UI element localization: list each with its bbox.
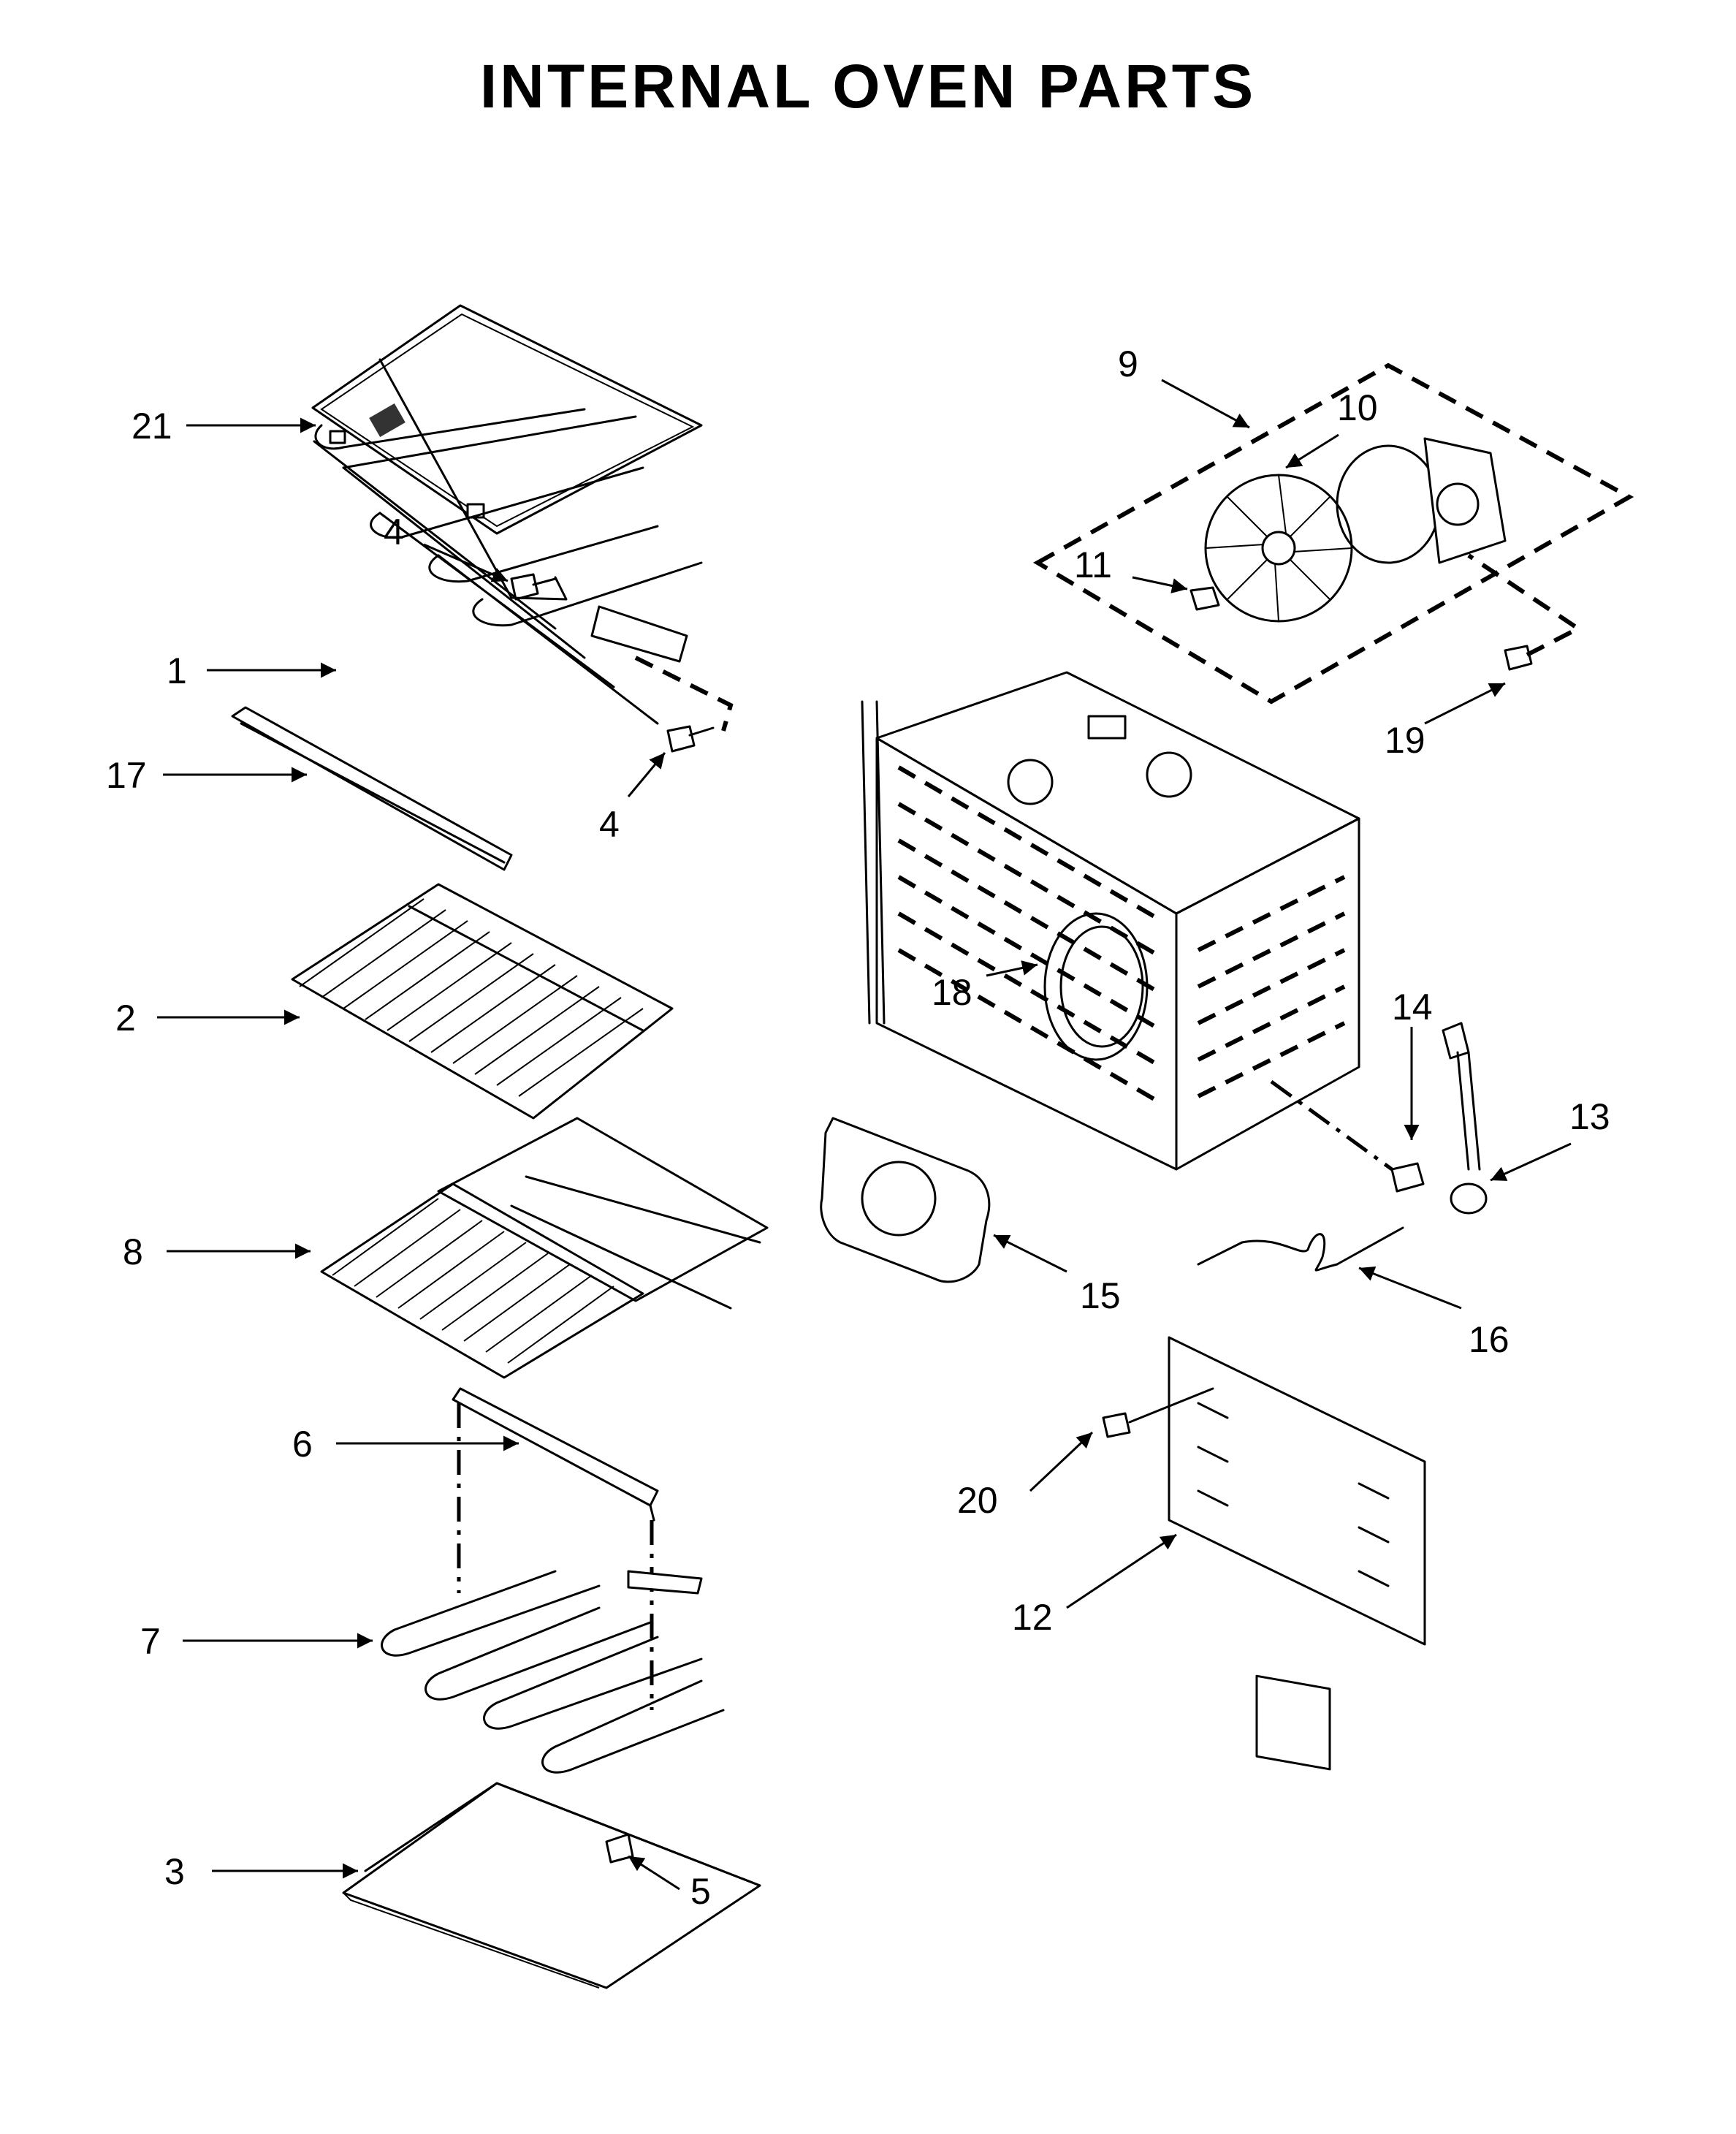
part-8-sliding-rack xyxy=(320,1117,769,1379)
callout-7: 7 xyxy=(140,1621,161,1662)
part-14-nut xyxy=(1270,1079,1425,1193)
callout-12: 12 xyxy=(1012,1597,1053,1638)
callout-15: 15 xyxy=(1080,1275,1121,1316)
part-13-sensor-bracket xyxy=(1442,1022,1488,1215)
oven-cavity xyxy=(861,671,1360,1171)
callout-9: 9 xyxy=(1118,343,1138,384)
part-7-bake-element xyxy=(381,1570,725,1774)
part-15-fan-cover xyxy=(820,1117,991,1283)
part-4-screw-lower xyxy=(666,725,715,753)
callout-4-upper: 4 xyxy=(384,512,404,553)
callout-6: 6 xyxy=(292,1424,313,1465)
callout-14: 14 xyxy=(1392,987,1433,1028)
callout-8: 8 xyxy=(123,1231,143,1272)
leaders xyxy=(157,379,1572,1891)
part-10-fan-blade xyxy=(1204,474,1353,623)
callout-17: 17 xyxy=(106,755,147,796)
part-11-nut xyxy=(1189,586,1220,611)
callout-10: 10 xyxy=(1337,387,1378,428)
part-motor xyxy=(1336,437,1507,564)
callout-21: 21 xyxy=(132,406,172,447)
callout-19: 19 xyxy=(1385,720,1425,761)
callout-20: 20 xyxy=(957,1480,998,1521)
part-18-convection-ring xyxy=(1043,912,1149,1061)
callout-3: 3 xyxy=(164,1851,185,1892)
part-20-screw xyxy=(1102,1387,1214,1438)
part-4-screw-upper xyxy=(510,573,557,601)
callout-18: 18 xyxy=(932,972,972,1013)
callout-11: 11 xyxy=(1074,544,1112,585)
callout-1: 1 xyxy=(167,650,187,691)
callouts: 21 4 1 4 17 2 8 6 7 3 5 9 10 11 19 18 14… xyxy=(106,343,1610,1912)
part-19-screw xyxy=(1467,553,1583,671)
callout-5: 5 xyxy=(690,1871,711,1912)
part-16-probe xyxy=(1197,1226,1404,1272)
diagram-title: INTERNAL OVEN PARTS xyxy=(479,52,1257,121)
callout-4-lower: 4 xyxy=(599,804,620,845)
callout-2: 2 xyxy=(115,998,136,1038)
callout-16: 16 xyxy=(1469,1319,1510,1360)
part-12-rear-panel xyxy=(1168,1336,1426,1771)
part-21-top-cover xyxy=(311,304,703,535)
part-9-fan-assembly-group xyxy=(1033,362,1634,705)
part-17-trim-strip xyxy=(231,706,513,871)
part-2-oven-rack xyxy=(291,883,674,1120)
part-6-bracket xyxy=(452,1387,659,1710)
callout-13: 13 xyxy=(1569,1096,1610,1137)
